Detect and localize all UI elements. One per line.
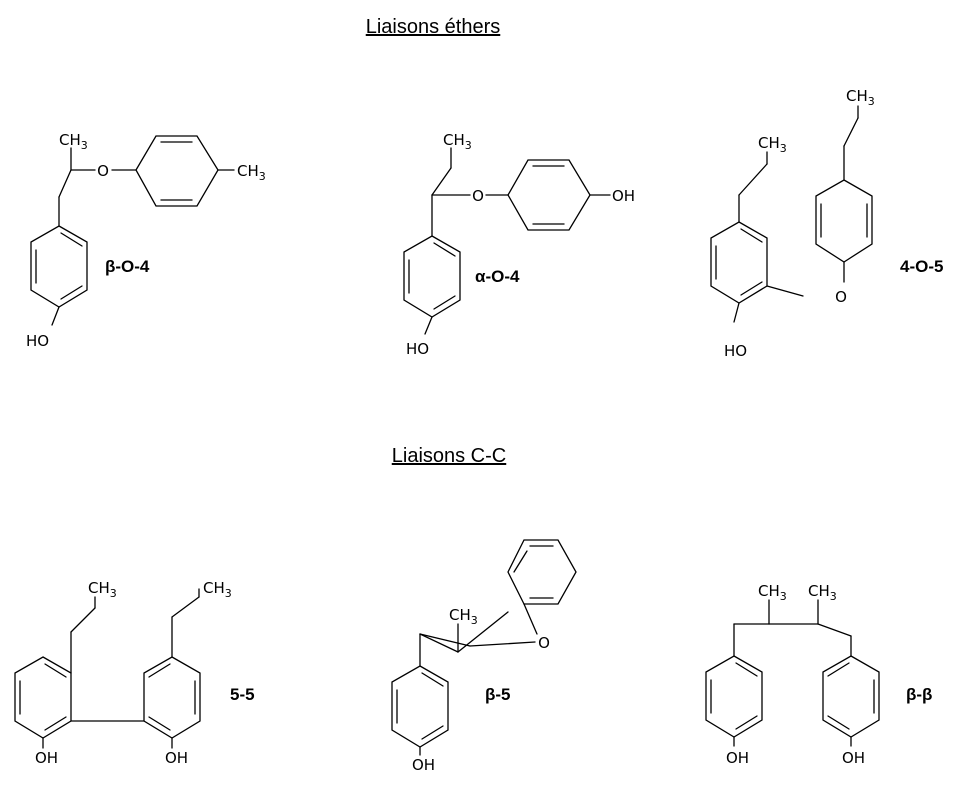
label-beta-beta: β-β: [906, 685, 932, 704]
hydroxyl-group: HO: [406, 340, 429, 358]
label-beta-5: β-5: [485, 685, 511, 704]
hydroxyl-group: OH: [842, 749, 865, 767]
methyl-group: CH3: [846, 87, 875, 108]
label-5-5: 5-5: [230, 685, 255, 704]
hydroxyl-group: OH: [612, 187, 635, 205]
phenol-ring: [403, 235, 461, 318]
phenol-ring: [391, 665, 449, 748]
structure-beta-o-4: O CH3 CH3 HO β-O-4: [26, 131, 266, 350]
hydroxyl-group: OH: [35, 749, 58, 767]
oxygen-atom: O: [97, 162, 109, 180]
methyl-group: CH3: [758, 134, 787, 155]
label-alpha-o-4: α-O-4: [475, 267, 520, 286]
oxygen-atom: O: [472, 187, 484, 205]
label-4-o-5: 4-O-5: [900, 257, 943, 276]
hydroxyl-group: OH: [726, 749, 749, 767]
hydroxyl-group: OH: [412, 756, 435, 774]
benzene-ring: [507, 539, 577, 605]
methyl-group: CH3: [203, 579, 232, 600]
structure-beta-beta: CH3 CH3 OH OH β-β: [705, 582, 932, 767]
methyl-group: CH3: [88, 579, 117, 600]
structure-beta-5: O CH3 OH β-5: [391, 539, 577, 774]
right-phenol-ring: [822, 655, 880, 738]
structure-4-o-5: O CH3 CH3 HO 4-O-5: [710, 87, 943, 360]
hydroxyl-group: HO: [724, 342, 747, 360]
phenol-ring: [507, 159, 591, 231]
methyl-group: CH3: [59, 131, 88, 152]
label-beta-o-4: β-O-4: [105, 257, 150, 276]
phenyl-ring: [815, 179, 873, 263]
tolyl-ring: [135, 135, 219, 207]
methyl-group: CH3: [449, 606, 478, 627]
right-ring: [143, 656, 201, 739]
oxygen-atom: O: [835, 288, 847, 306]
structure-5-5: CH3 CH3 OH OH 5-5: [14, 579, 255, 767]
heading-cc: Liaisons C-C: [392, 445, 506, 467]
heading-cc-text: Liaisons C-C: [392, 445, 506, 467]
methyl-group: CH3: [758, 582, 787, 603]
left-phenol-ring: [705, 655, 763, 738]
hydroxyl-group: HO: [26, 332, 49, 350]
structure-alpha-o-4: O CH3 OH HO α-O-4: [403, 131, 635, 358]
methyl-group: CH3: [237, 162, 266, 183]
oxygen-atom: O: [538, 634, 550, 652]
guaiacyl-ring: [710, 221, 768, 304]
heading-ethers-text: Liaisons éthers: [366, 16, 501, 38]
methyl-group: CH3: [443, 131, 472, 152]
phenol-ring: [30, 225, 88, 308]
left-ring: [14, 656, 72, 739]
methyl-group: CH3: [808, 582, 837, 603]
heading-ethers: Liaisons éthers: [366, 16, 501, 38]
hydroxyl-group: OH: [165, 749, 188, 767]
